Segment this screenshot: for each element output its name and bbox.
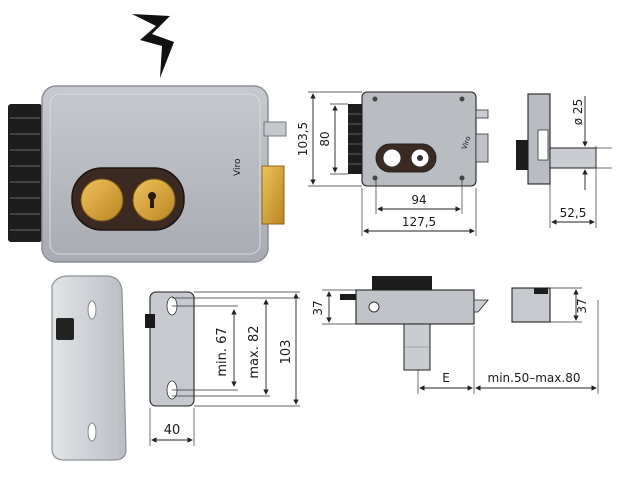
dim-front-width-inner: 94 <box>411 193 426 207</box>
dim-side-diameter: ø 25 <box>571 99 585 125</box>
brand-mark: Viro <box>233 158 243 176</box>
knurled-rotor <box>8 104 42 242</box>
bolt-pin <box>263 121 287 137</box>
dim-side-projection: 52,5 <box>560 206 587 220</box>
dim-plate-min: min. 67 <box>215 327 230 376</box>
dim-front-width-outer: 127,5 <box>402 215 436 229</box>
brass-latch <box>261 165 285 225</box>
dim-front-height-outer: 103,5 <box>296 122 310 156</box>
dim-plate-height: 103 <box>279 340 294 365</box>
dim-bottom-e: E <box>442 371 450 385</box>
screw-slot-bottom <box>87 422 97 442</box>
strike-plate-photo <box>51 275 127 461</box>
lightning-bolt-icon <box>132 14 174 78</box>
dim-bottom-height-right: 37 <box>575 298 589 313</box>
push-button-brass <box>80 178 124 222</box>
keyhole-icon <box>148 192 156 208</box>
strike-plate-drawing: min. 67 max. 82 103 40 <box>145 291 300 446</box>
strike-bottom-view-drawing: 37 <box>511 287 589 323</box>
front-view-drawing: Viro 103,5 80 94 127,5 <box>296 91 489 236</box>
lock-body-photo: Viro <box>8 85 287 263</box>
strike-catch <box>56 318 74 340</box>
dim-bottom-range: min.50–max.80 <box>488 371 581 385</box>
dim-plate-max: max. 82 <box>247 325 262 378</box>
screw-slot-top <box>87 300 97 320</box>
dim-front-height-inner: 80 <box>318 131 332 146</box>
dim-bottom-height-left: 37 <box>311 300 325 315</box>
bottom-view-drawing: 37 E min.50–max.80 <box>311 276 599 394</box>
dim-plate-width: 40 <box>164 423 181 438</box>
side-view-drawing: 52,5 ø 25 <box>516 93 612 228</box>
